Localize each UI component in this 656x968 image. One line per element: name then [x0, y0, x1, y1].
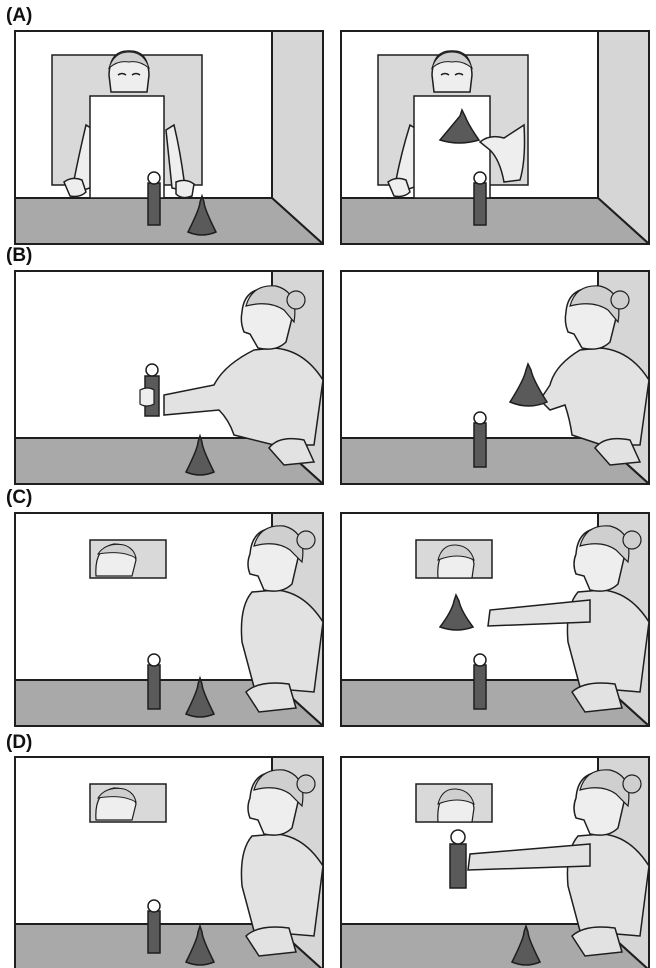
hand: [140, 388, 154, 406]
row-label-b: (B): [6, 246, 32, 266]
cylinder-object: [148, 172, 160, 225]
table-surface: [15, 198, 323, 244]
cylinder-object: [148, 900, 160, 953]
panel-b-left: [14, 270, 324, 485]
cylinder-object: [450, 830, 466, 888]
panel-a-left: [14, 30, 324, 245]
cylinder-object: [474, 654, 486, 709]
row-label-a: (A): [6, 6, 32, 26]
row-label-d: (D): [6, 733, 32, 753]
observer-window: [416, 784, 492, 822]
observer-window: [416, 540, 492, 578]
person-head: [109, 51, 149, 92]
cylinder-object: [148, 654, 160, 709]
panel-c-right: [340, 512, 650, 727]
right-hand: [176, 180, 194, 197]
cylinder-object: [474, 412, 486, 467]
observer-window: [90, 540, 166, 578]
panel-d-right: [340, 756, 650, 968]
table-surface: [341, 198, 649, 244]
panel-a-right: [340, 30, 650, 245]
cylinder-object: [474, 172, 486, 225]
person-head: [432, 51, 472, 92]
row-label-c: (C): [6, 488, 32, 508]
panel-c-left: [14, 512, 324, 727]
panel-b-right: [340, 270, 650, 485]
panel-d-left: [14, 756, 324, 968]
observer-window: [90, 784, 166, 822]
